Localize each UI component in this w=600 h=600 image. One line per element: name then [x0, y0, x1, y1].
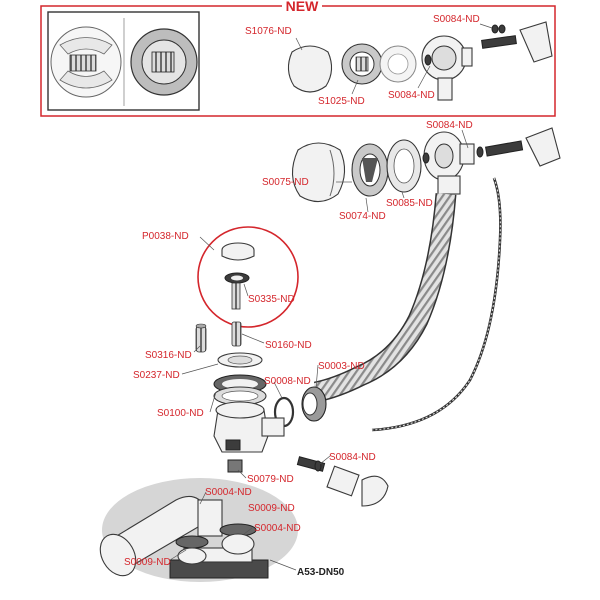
new-rotating-disc [341, 43, 383, 85]
label-s0075: S0075-ND [262, 177, 309, 188]
label-s0084-new-bottom: S0084-ND [388, 90, 435, 101]
label-s0079: S0079-ND [247, 474, 294, 485]
siphon-kit [99, 478, 298, 582]
label-s0316: S0316-ND [145, 350, 192, 361]
label-s0008: S0008-ND [264, 376, 311, 387]
label-s0335: S0335-ND [248, 294, 295, 305]
label-s0085: S0085-ND [386, 198, 433, 209]
center-stem [231, 321, 242, 347]
bowden-cable [371, 177, 502, 432]
drain-nut [227, 459, 243, 473]
new-cable-connector [481, 21, 553, 63]
label-s1076: S1076-ND [245, 26, 292, 37]
inset-detail [47, 11, 200, 111]
label-s0084-new-top: S0084-ND [433, 14, 480, 25]
label-p0038: P0038-ND [142, 231, 189, 242]
label-s0009-right: S0009-ND [248, 503, 295, 514]
bowden-cable-head [484, 127, 561, 167]
label-s0074: S0074-ND [339, 211, 386, 222]
new-overflow-body [421, 35, 473, 101]
plug-cap [221, 242, 255, 261]
kit-label: A53-DN50 [297, 567, 345, 578]
new-cover-cap [287, 45, 333, 93]
label-s1025: S1025-ND [318, 96, 365, 107]
label-s0084-main: S0084-ND [426, 120, 473, 131]
label-s0100: S0100-ND [157, 408, 204, 419]
new-flat-gasket [379, 45, 417, 83]
plug-highlight-circle [197, 226, 299, 328]
overflow-gasket [386, 139, 422, 193]
label-s0084-lower: S0084-ND [329, 452, 376, 463]
waste-body [213, 401, 285, 453]
lower-cable-connector [296, 456, 389, 507]
plug-seal [224, 272, 250, 284]
label-s0160: S0160-ND [265, 340, 312, 351]
overflow-o-rings [422, 146, 484, 164]
label-s0237: S0237-ND [133, 370, 180, 381]
waste-ring [213, 386, 267, 406]
plug-stem [231, 282, 241, 310]
new-small-o-ring [424, 24, 506, 66]
overflow-cap [291, 142, 346, 203]
label-s0004-right: S0004-ND [254, 523, 301, 534]
spare-stem [195, 323, 207, 353]
label-s0003: S0003-ND [318, 361, 365, 372]
new-heading: NEW [286, 0, 319, 14]
waste-grate [217, 352, 263, 368]
overflow-body [423, 131, 475, 195]
hose-nut [301, 386, 327, 422]
label-s0004-top: S0004-ND [205, 487, 252, 498]
rotating-disc [351, 143, 389, 197]
label-s0009-left: S0009-ND [124, 557, 171, 568]
